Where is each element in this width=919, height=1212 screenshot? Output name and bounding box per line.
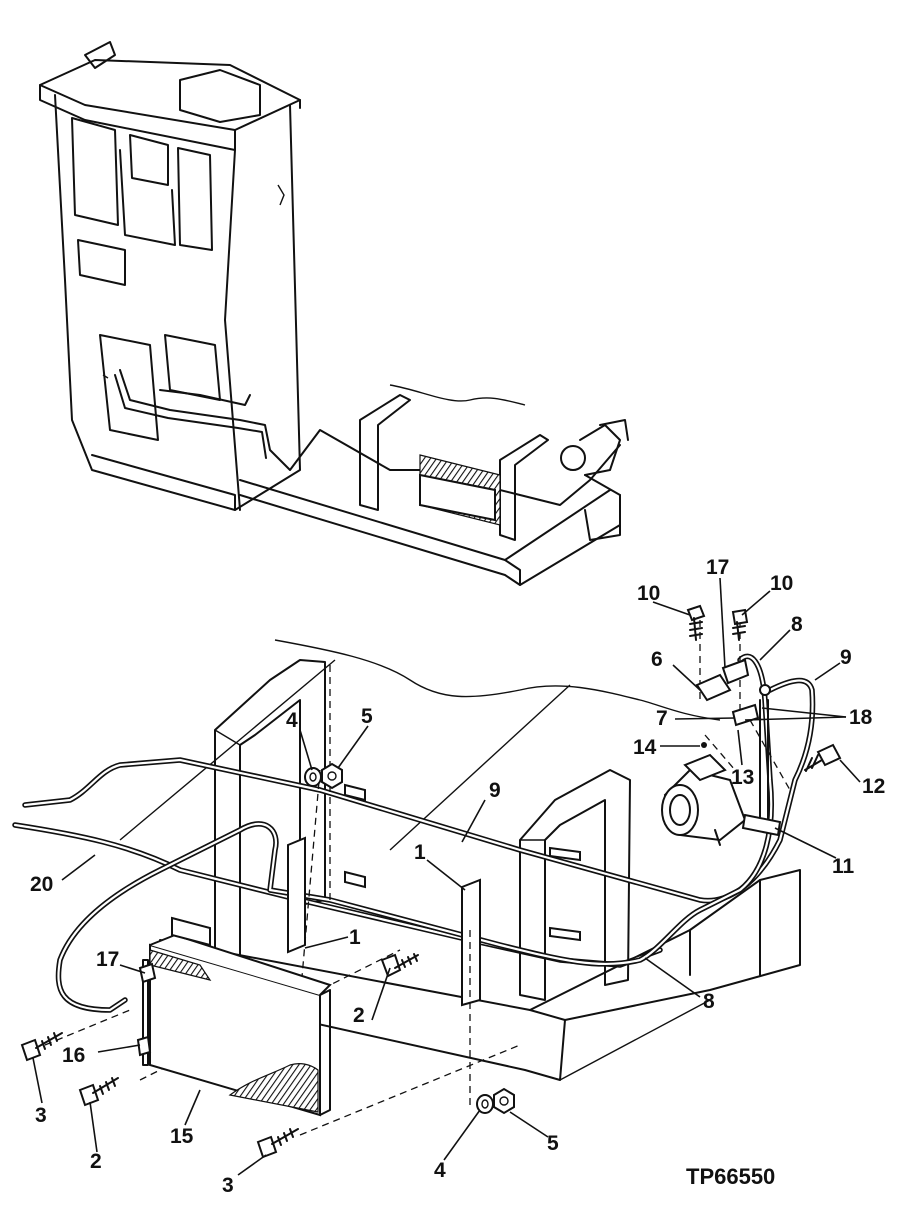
callout-10-left: 10 xyxy=(637,582,660,605)
callout-14: 14 xyxy=(633,736,657,759)
figure-code: TP66550 xyxy=(686,1164,775,1189)
callout-9-right: 9 xyxy=(840,646,852,669)
callout-3-left: 3 xyxy=(35,1104,47,1127)
callout-20: 20 xyxy=(30,873,53,896)
exploded-frame xyxy=(119,639,801,1081)
callout-11: 11 xyxy=(832,855,855,878)
callout-8-top: 8 xyxy=(791,613,803,636)
callout-10-right: 10 xyxy=(770,572,793,595)
bracket-1-left xyxy=(287,836,306,954)
callout-4-top: 4 xyxy=(286,709,298,732)
callout-6: 6 xyxy=(651,648,663,671)
callout-1-mid: 1 xyxy=(414,841,426,864)
callout-12: 12 xyxy=(862,775,885,798)
tube-20 xyxy=(12,822,663,968)
bolt-3-lower xyxy=(256,1128,299,1159)
nut-5-lower xyxy=(493,1087,515,1115)
bolt-10-left xyxy=(686,604,706,641)
callout-17-top: 17 xyxy=(706,556,729,579)
callout-8-bottom: 8 xyxy=(703,990,715,1013)
callout-16: 16 xyxy=(62,1044,85,1067)
washer-4-upper xyxy=(304,767,322,787)
tube-9 xyxy=(22,677,816,904)
condenser-15 xyxy=(142,916,332,1117)
bolt-2-lower xyxy=(78,1077,119,1107)
nut-5-upper xyxy=(321,762,343,790)
bolt-12 xyxy=(804,743,842,772)
fitting-17-lower xyxy=(138,962,157,984)
callout-5-bottom: 5 xyxy=(547,1132,559,1155)
callout-4-bottom: 4 xyxy=(434,1159,446,1182)
leader-lines xyxy=(32,577,861,1176)
fittings xyxy=(695,658,782,837)
callout-17-left: 17 xyxy=(96,948,119,971)
tube-clamps xyxy=(344,783,581,942)
cab-overview xyxy=(39,41,629,586)
bolt-3-upper xyxy=(20,1032,63,1062)
callout-5-top: 5 xyxy=(361,705,373,728)
bolt-2-upper xyxy=(380,953,419,978)
callout-9-mid: 9 xyxy=(489,779,501,802)
fitting-16 xyxy=(136,1035,152,1057)
compressor xyxy=(661,753,747,846)
callout-18: 18 xyxy=(849,706,873,729)
callout-7: 7 xyxy=(656,707,668,730)
bracket-1-right xyxy=(461,878,481,1007)
callout-1-left: 1 xyxy=(349,926,361,949)
callout-3-bottom: 3 xyxy=(222,1174,234,1197)
callout-labels: 17 10 10 8 9 6 7 18 14 13 12 11 4 5 9 1 … xyxy=(30,556,885,1197)
callout-13: 13 xyxy=(731,766,754,789)
callout-15: 15 xyxy=(170,1125,194,1148)
callout-2-bottom: 2 xyxy=(90,1150,102,1173)
tube-8 xyxy=(55,653,774,1013)
callout-2-mid: 2 xyxy=(353,1004,365,1027)
